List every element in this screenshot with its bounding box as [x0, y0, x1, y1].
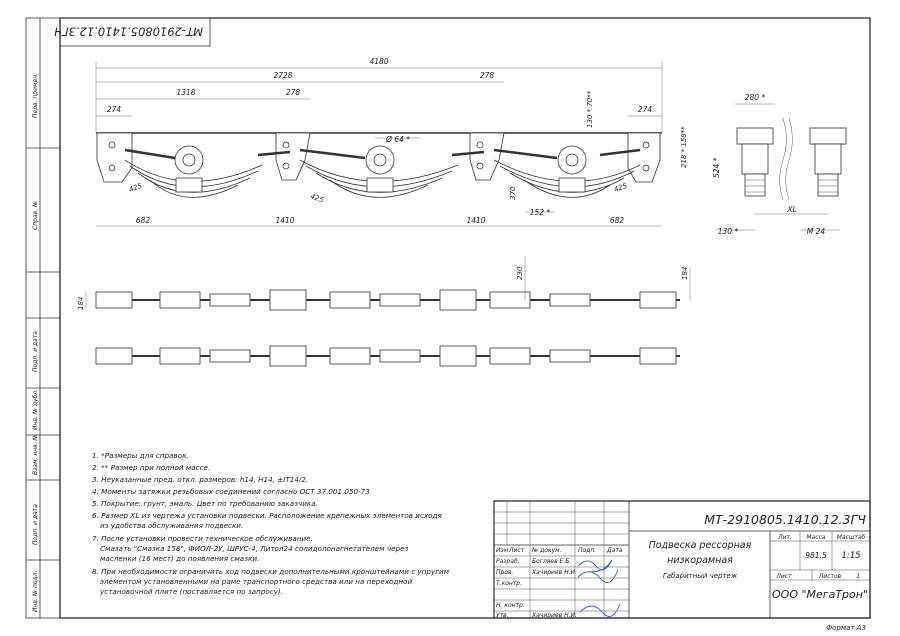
role-tkontr: Т.контр.	[496, 580, 522, 587]
lit-label: Лит.	[777, 534, 792, 541]
dim-130-side: 130 *	[718, 227, 739, 236]
header-list: Лист	[508, 547, 525, 554]
name-prov: Хачириев Н.И.	[531, 569, 577, 576]
label-sprav-no: Справ. №	[32, 201, 39, 230]
label-perv-primen: Перв. примен.	[32, 73, 39, 118]
technical-notes: 1. *Размеры для справок. 2. ** Размер пр…	[92, 451, 450, 596]
format-label: Формат А3	[826, 624, 866, 632]
note-line: 1. *Размеры для справок.	[92, 451, 189, 460]
dim-diam64: Ø 64 *	[385, 135, 410, 144]
signature-2	[577, 569, 619, 583]
signature-1	[577, 559, 613, 573]
label-podp-data-2: Подп. и дата	[32, 504, 39, 545]
rear-hanger-bracket	[627, 132, 661, 183]
label-vzam-inv: Взам. инв. №	[32, 434, 39, 475]
note-line: установочной плите (поставляется по запр…	[99, 587, 283, 596]
sheets-label: Листов	[818, 573, 842, 580]
header-dokum: № докум.	[531, 547, 562, 554]
note-line: 2. ** Размер при полной массе.	[92, 463, 210, 472]
title-block: МТ-2910805.1410.12.3ГЧ Изм Лист № докум.…	[493, 500, 871, 619]
note-line: 5. Покрытие: грунт, эмаль. Цвет по требо…	[92, 499, 318, 508]
scale-label: Масштаб	[837, 534, 866, 541]
dim-524: 524 *	[712, 157, 721, 178]
dim-1318: 1318	[176, 88, 195, 97]
note-line: 4. Моменты затяжки резьбовых соединений …	[92, 487, 370, 496]
middle-hanger-bracket-1	[275, 132, 311, 181]
dim-152: 152 *	[530, 208, 551, 217]
note-line: элементом установленными на раме транспо…	[100, 577, 412, 586]
note-line: 6. Размер XL из чертежа установки подвес…	[92, 511, 443, 520]
title-line-1: Подвеска рессорная	[649, 540, 752, 551]
dim-274-right: 274	[638, 105, 653, 114]
sheets-value: 1	[856, 573, 860, 580]
left-strip: Перв. примен. Справ. № Подп. и дата Инв.…	[25, 17, 61, 619]
dim-184-left: 184	[77, 297, 85, 310]
dim-230: 230	[516, 266, 524, 280]
plan-view-bottom	[95, 345, 680, 367]
end-view: 280 * 524 * XL 130 * M 24	[712, 93, 847, 236]
sheet-label: Лист	[775, 573, 792, 580]
name-razrab: Богляев Е.Б.	[532, 558, 571, 565]
scale-value: 1:15	[841, 551, 860, 561]
dim-2728: 2728	[273, 71, 292, 80]
role-nkontr: Н. контр.	[496, 602, 525, 609]
dim-184-right: 184	[681, 267, 689, 280]
dim-370: 370	[509, 186, 517, 200]
ubolt-clamp-3	[558, 177, 586, 193]
dim-218-158: 218 * 158**	[680, 126, 688, 168]
label-inv-dubl: Инв. № дубл.	[32, 389, 39, 430]
header-izm: Изм	[496, 547, 509, 554]
dim-1410-b: 1410	[466, 216, 485, 225]
role-prov: Пров.	[496, 569, 514, 576]
note-line: масленки (16 мест) до появления смазки.	[100, 554, 259, 563]
title-line-2: низкорамная	[667, 555, 733, 566]
dim-278-b: 278	[480, 71, 495, 80]
side-view: 4180 2728 278 1318 278 274 274 Ø 64 * 13…	[95, 57, 688, 227]
note-line: 8. При необходимости ограничить ход подв…	[92, 567, 450, 576]
dim-425-a: 425	[128, 182, 144, 194]
dim-xl: XL	[786, 205, 796, 214]
name-utv: Хачириев Н.И.	[531, 612, 577, 619]
header-podp: Подп.	[578, 547, 596, 554]
note-line: 3. Неуказанные пред. откл. размеров: h14…	[92, 475, 308, 484]
plan-view-top: 230 184 184	[77, 256, 691, 311]
title-line-3: Габаритный чертеж	[663, 572, 738, 580]
rotated-designation: МТ-2910805.1410.12.3ГЧ	[54, 25, 203, 39]
dim-278-a: 278	[286, 88, 301, 97]
dim-1410-a: 1410	[275, 216, 294, 225]
dim-682-left: 682	[136, 216, 151, 225]
dim-overall: 4180	[369, 57, 388, 66]
middle-hanger-bracket-2	[469, 132, 505, 181]
role-razrab: Разраб.	[496, 558, 520, 565]
dim-280: 280 *	[745, 93, 766, 102]
mass-value: 981.5	[805, 551, 827, 560]
label-podp-data-1: Подп. и дата	[32, 331, 39, 372]
header-data: Дата	[606, 547, 623, 554]
front-hanger-bracket	[96, 132, 133, 183]
mass-label: Масса	[806, 534, 825, 541]
signature-3	[579, 603, 621, 617]
company-name: ООО "МегаТрон"	[772, 588, 868, 601]
designation: МТ-2910805.1410.12.3ГЧ	[704, 512, 866, 527]
role-utv: Утв.	[496, 612, 509, 619]
dim-m24: M 24	[807, 227, 826, 236]
rotated-designation-box: МТ-2910805.1410.12.3ГЧ	[54, 17, 211, 47]
label-inv-podl: Инв. № подл.	[32, 571, 39, 612]
note-line: Смазать "Смазка 158", ФИОЛ-2У, ШРУС-4, Л…	[100, 544, 409, 553]
note-line: из удобства обслуживания подвески.	[100, 521, 243, 530]
note-line: 7. После установки провести техническое …	[92, 534, 313, 543]
ubolt-clamp-1	[175, 177, 203, 193]
dim-130-70: 130 * 70**	[586, 90, 594, 128]
dim-425-b: 425	[309, 192, 325, 204]
dim-274-left: 274	[107, 105, 122, 114]
dim-425-c: 425	[613, 182, 629, 194]
dim-682-right: 682	[610, 216, 625, 225]
ubolt-clamp-2	[366, 177, 394, 193]
